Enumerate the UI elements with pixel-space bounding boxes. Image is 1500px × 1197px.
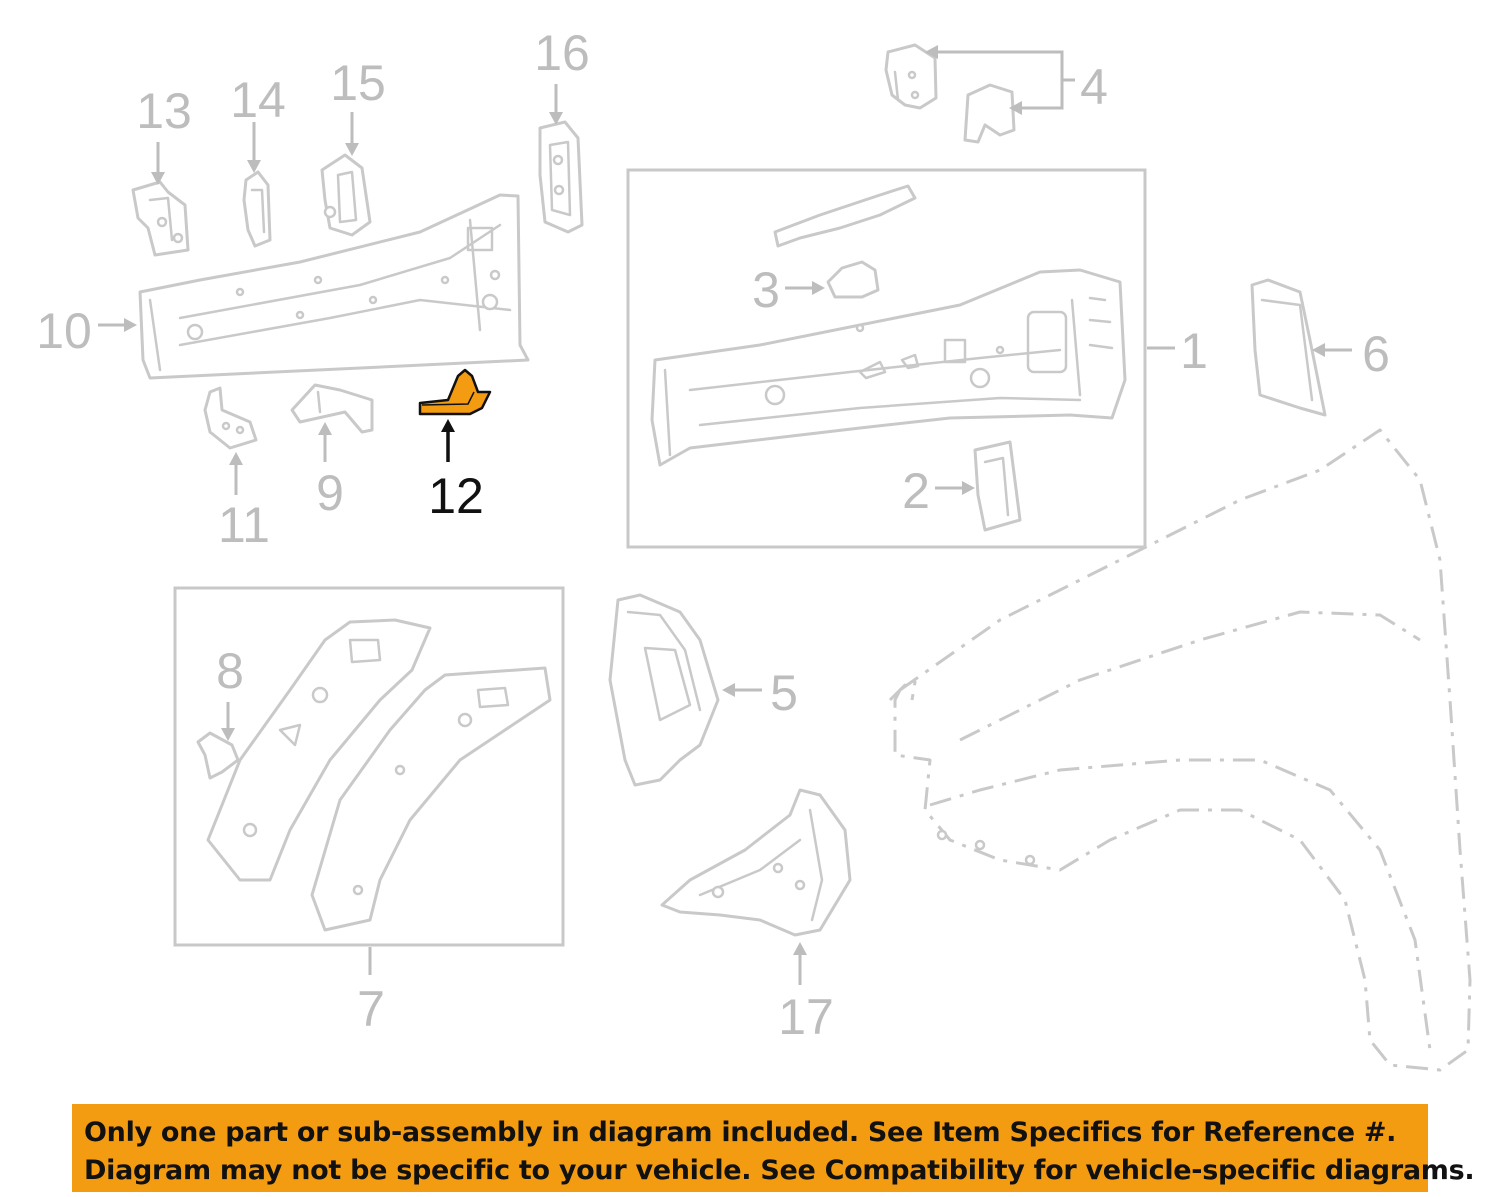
- group-box-1: [626, 168, 1147, 549]
- leader-12: [441, 419, 455, 462]
- callout-10: 10: [36, 303, 92, 359]
- part-1-apron: [650, 268, 1127, 467]
- callout-9: 9: [316, 465, 344, 521]
- part-9-bracket: [290, 383, 374, 434]
- callout-3: 3: [752, 262, 780, 318]
- part-3-bracket: [773, 184, 917, 299]
- part-4-brackets: [884, 43, 1016, 144]
- callout-14: 14: [230, 72, 286, 128]
- disclaimer-line-2: Diagram may not be specific to your vehi…: [84, 1155, 1475, 1186]
- part-11-bracket: [203, 386, 258, 450]
- callout-13: 13: [136, 83, 192, 139]
- leader-17: [793, 942, 807, 985]
- part-12-bracket: [418, 368, 492, 416]
- callout-1: 1: [1180, 323, 1208, 379]
- leader-10: [98, 318, 137, 332]
- part-13-bracket: [131, 180, 190, 257]
- callout-4: 4: [1080, 59, 1108, 115]
- callout-2: 2: [902, 463, 930, 519]
- callout-8: 8: [216, 643, 244, 699]
- callout-17: 17: [778, 989, 834, 1045]
- callout-7: 7: [357, 981, 385, 1037]
- callout-11: 11: [218, 497, 270, 553]
- part-8-bracket: [196, 731, 240, 780]
- fender-outline: [888, 428, 1472, 1072]
- leader-13: [151, 142, 165, 185]
- disclaimer-banner: Only one part or sub-assembly in diagram…: [72, 1104, 1475, 1192]
- disclaimer-line-1: Only one part or sub-assembly in diagram…: [84, 1117, 1397, 1148]
- leader-9: [318, 422, 332, 462]
- leader-2: [935, 481, 975, 495]
- leader-16: [549, 84, 563, 125]
- part-5-panel: [608, 593, 720, 787]
- leader-11: [229, 452, 243, 495]
- leader-6: [1312, 343, 1352, 357]
- callout-15: 15: [330, 55, 386, 111]
- leader-15: [345, 112, 359, 156]
- group-box-7: [173, 586, 565, 947]
- leader-3: [785, 281, 825, 295]
- callout-6: 6: [1362, 326, 1390, 382]
- part-17-bracket: [660, 788, 852, 937]
- leader-5: [722, 683, 762, 697]
- part-6-bracket: [1250, 278, 1327, 417]
- leader-8: [221, 702, 235, 741]
- part-14-bracket: [242, 170, 272, 248]
- callout-12: 12: [428, 468, 484, 524]
- leader-14: [247, 122, 261, 173]
- part-16-bracket: [538, 120, 584, 234]
- callout-16: 16: [534, 25, 590, 81]
- part-7-rails: [206, 618, 552, 932]
- part-10-rail: [138, 193, 530, 380]
- callout-5: 5: [770, 665, 798, 721]
- part-15-bracket: [320, 153, 372, 237]
- part-2-bracket: [973, 440, 1022, 532]
- leader-4: [925, 45, 1075, 115]
